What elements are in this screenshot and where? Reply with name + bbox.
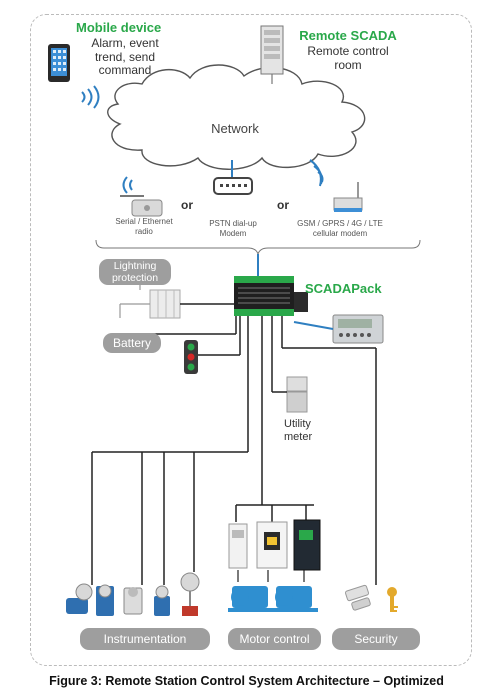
cellular-label-line: GSM / GPRS / 4G / LTE xyxy=(297,219,383,228)
utility-meter-line: meter xyxy=(284,431,313,443)
level-transmitter-icon xyxy=(154,585,170,616)
surge-protector-icon xyxy=(149,289,181,319)
cellular-wireless-icon xyxy=(309,159,324,187)
diagram-frame xyxy=(30,14,472,666)
pump-icon xyxy=(228,586,274,612)
figure-caption: Figure 3: Remote Station Control System … xyxy=(49,674,444,688)
key-icon xyxy=(387,587,398,612)
mobile-wireless-icon xyxy=(81,85,100,109)
flowmeter-icon xyxy=(66,583,93,614)
lightning-protection-pill: Lightning protection xyxy=(99,259,171,285)
lightning-line: protection xyxy=(111,272,159,284)
utility-meter-line: Utility xyxy=(284,418,311,430)
mobile-device-line: Alarm, event xyxy=(91,36,159,50)
lightning-line: Lightning xyxy=(113,260,157,272)
remote-scada-line: Remote control xyxy=(307,44,389,58)
pump-icon-2 xyxy=(272,586,318,612)
network-cloud xyxy=(107,64,366,170)
remote-scada-title: Remote SCADA xyxy=(299,28,397,43)
scadapack-rtu xyxy=(234,276,308,316)
cellular-modem-icon xyxy=(333,182,363,212)
battery-pill: Battery xyxy=(103,333,161,353)
server-icon xyxy=(260,25,284,84)
mobile-device-title: Mobile device xyxy=(76,20,162,35)
valve-actuator-icon xyxy=(180,572,200,616)
modem-label-line: PSTN dial-up xyxy=(209,219,257,228)
drive-icon xyxy=(293,519,321,571)
mobile-phone-icon xyxy=(48,44,70,82)
cellular-label-line: cellular modem xyxy=(312,229,368,238)
remote-scada-description: Remote control room xyxy=(296,44,400,72)
remote-scada-line: room xyxy=(334,58,362,72)
pstn-modem-icon xyxy=(213,160,253,195)
soft-starter-icon xyxy=(256,521,288,569)
transmitter-icon xyxy=(96,584,114,616)
radio-label: Serial / Ethernet radio xyxy=(104,217,184,236)
mobile-device-description: Alarm, event trend, send command xyxy=(84,36,166,78)
hmi-display-icon xyxy=(332,314,384,344)
utility-meter-label: Utility meter xyxy=(284,418,312,444)
radio-label-line: radio xyxy=(135,226,153,236)
scadapack-label: SCADAPack xyxy=(305,281,382,296)
door-sensor-icon xyxy=(345,584,371,611)
modem-label-line: Modem xyxy=(219,229,247,238)
modem-label: PSTN dial-up Modem xyxy=(198,219,268,239)
mobile-device-line: command xyxy=(98,63,152,77)
radio-label-line: Serial / Ethernet xyxy=(115,217,173,226)
instrumentation-pill: Instrumentation xyxy=(80,628,210,650)
cellular-label: GSM / GPRS / 4G / LTE cellular modem xyxy=(288,219,392,239)
vfd-drive-icon xyxy=(228,523,248,569)
comms-bracket xyxy=(95,239,421,256)
stack-light-icon xyxy=(184,340,198,374)
network-label: Network xyxy=(211,121,259,136)
pressure-transmitter-icon xyxy=(123,587,143,615)
or-label: or xyxy=(181,198,193,212)
utility-meter-icon xyxy=(286,376,308,413)
radio-device-icon xyxy=(120,195,163,217)
radio-wireless-icon xyxy=(122,176,133,194)
or-label: or xyxy=(277,198,289,212)
mobile-device-line: trend, send xyxy=(94,49,156,64)
motor-control-pill: Motor control xyxy=(228,628,321,650)
security-pill: Security xyxy=(332,628,420,650)
